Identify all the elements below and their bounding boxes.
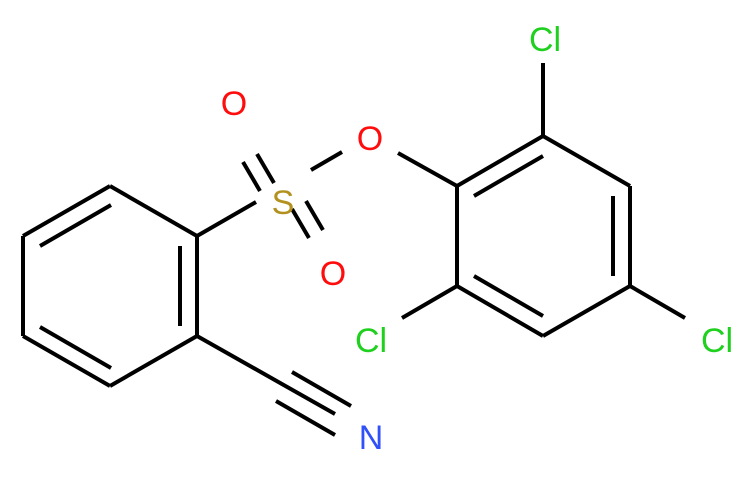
- atom-sulfur: S: [272, 184, 295, 222]
- bond: [291, 370, 352, 408]
- bond-inner: [38, 325, 113, 370]
- bond: [275, 399, 336, 437]
- bond: [542, 284, 631, 338]
- atom-chlorine-top: Cl: [529, 21, 561, 59]
- bond: [241, 160, 262, 193]
- atom-nitrogen: N: [359, 419, 384, 457]
- bond-inner: [472, 154, 545, 198]
- bond: [455, 134, 545, 188]
- bond: [196, 200, 257, 238]
- bond: [290, 207, 311, 240]
- bond: [304, 199, 325, 232]
- bond: [628, 284, 687, 320]
- atom-chlorine-right: Cl: [701, 322, 733, 360]
- bond: [455, 284, 545, 338]
- bond: [255, 152, 276, 185]
- bond: [400, 284, 459, 320]
- bond: [109, 334, 198, 388]
- bond: [309, 150, 344, 172]
- bond: [196, 334, 336, 416]
- atom-oxygen-ester: O: [357, 120, 383, 158]
- atom-oxygen-bottom: O: [320, 255, 346, 293]
- bonds: [21, 63, 687, 437]
- bond: [109, 184, 198, 238]
- bond-inner: [38, 203, 113, 248]
- bond-inner: [472, 274, 545, 318]
- bond: [22, 334, 111, 388]
- bond: [397, 151, 458, 188]
- atom-oxygen-top: O: [221, 85, 247, 123]
- atom-chlorine-left: Cl: [355, 322, 387, 360]
- bond: [22, 184, 111, 238]
- bond: [542, 134, 631, 188]
